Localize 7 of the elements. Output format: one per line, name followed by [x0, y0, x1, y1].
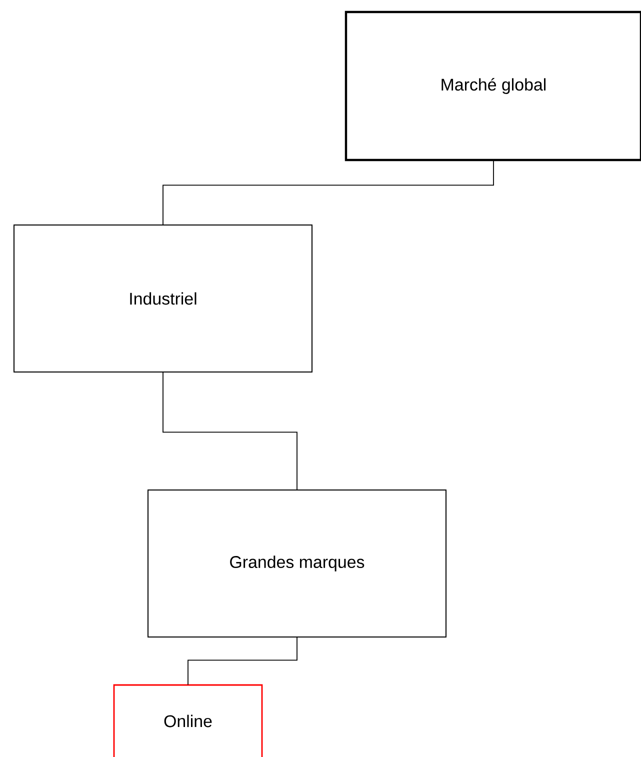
connector	[188, 636, 298, 686]
connector	[162, 372, 298, 490]
process-box: Online	[113, 684, 263, 757]
process-box: Marché global	[344, 10, 641, 162]
process-box: Grandes marques	[148, 490, 446, 638]
process-box: Industriel	[14, 224, 312, 372]
connector	[162, 160, 494, 226]
